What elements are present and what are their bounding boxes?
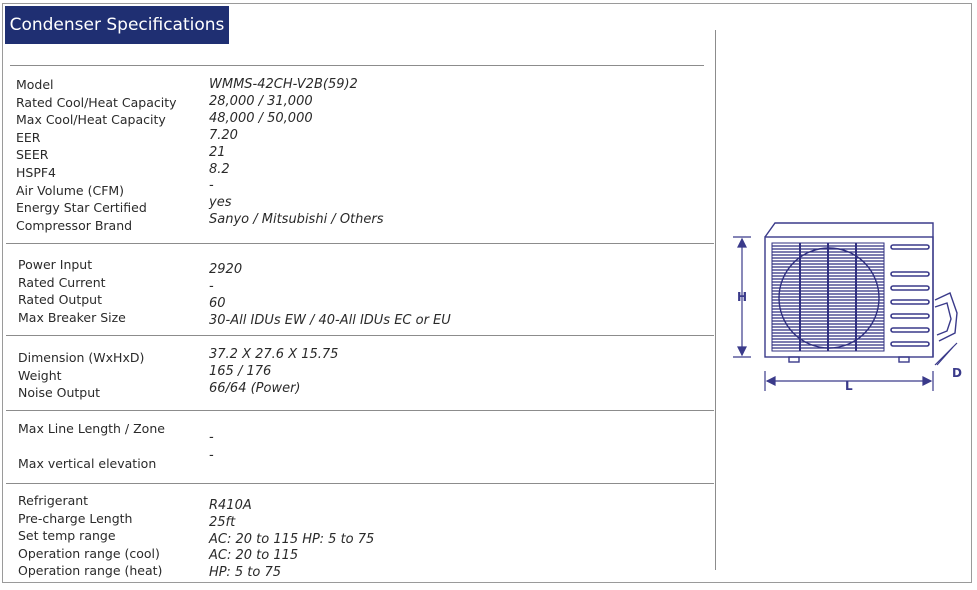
height-dimension-arrow <box>733 236 751 358</box>
spec-label-max-breaker: Max Breaker Size <box>18 310 126 325</box>
spec-value-refrigerant: R410A <box>209 498 252 513</box>
spec-label-air-volume: Air Volume (CFM) <box>16 183 125 198</box>
title-underline <box>10 65 704 66</box>
spec-label-compressor-brand: Compressor Brand <box>16 218 133 233</box>
spec-value-hspf4: 8.2 <box>209 162 230 177</box>
spec-value-eer: 7.20 <box>209 128 238 143</box>
spec-value-set-temp: AC: 20 to 115 HP: 5 to 75 <box>209 532 375 547</box>
spec-value-max-vertical: - <box>209 448 214 463</box>
spec-value-model: WMMS-42CH-V2B(59)2 <box>209 77 358 92</box>
spec-value-power-input: 2920 <box>209 262 243 277</box>
spec-value-air-volume: - <box>209 178 214 193</box>
spec-value-dimension: 37.2 X 27.6 X 15.75 <box>209 347 339 362</box>
spec-label-set-temp: Set temp range <box>18 528 116 543</box>
spec-label-rated-capacity: Rated Cool/Heat Capacity <box>16 95 177 110</box>
spec-value-seer: 21 <box>209 145 226 160</box>
spec-label-rated-current: Rated Current <box>18 275 106 290</box>
spec-value-rated-capacity: 28,000 / 31,000 <box>209 94 313 109</box>
spec-value-energy-star: yes <box>209 195 232 210</box>
spec-value-operation-cool: AC: 20 to 115 <box>209 548 299 563</box>
side-vents <box>890 244 930 347</box>
spec-label-dimension: Dimension (WxHxD) <box>18 350 145 365</box>
depth-label: D <box>952 366 962 380</box>
spec-value-weight: 165 / 176 <box>209 364 272 379</box>
spec-sheet <box>2 3 972 583</box>
depth-dimension-arrow <box>934 342 958 366</box>
spec-value-rated-current: - <box>209 279 214 294</box>
spec-label-power-input: Power Input <box>18 257 93 272</box>
spec-value-operation-heat: HP: 5 to 75 <box>209 565 282 580</box>
spec-label-hspf4: HSPF4 <box>16 165 57 180</box>
fan-grille <box>771 242 885 352</box>
spec-value-max-line-length: - <box>209 430 214 445</box>
spec-label-max-capacity: Max Cool/Heat Capacity <box>16 112 166 127</box>
length-label: L <box>845 379 853 393</box>
length-dimension-arrow <box>764 371 934 391</box>
section-divider <box>6 410 714 411</box>
spec-value-noise: 66/64 (Power) <box>209 381 301 396</box>
spec-value-rated-output: 60 <box>209 296 226 311</box>
page-title: Condenser Specifications <box>5 6 229 44</box>
spec-label-eer: EER <box>16 130 41 145</box>
section-divider <box>6 483 714 484</box>
spec-label-seer: SEER <box>16 147 49 162</box>
spec-label-operation-heat: Operation range (heat) <box>18 563 163 578</box>
condenser-unit-outline <box>764 222 958 363</box>
spec-label-model: Model <box>16 77 54 92</box>
condenser-diagram: H L D <box>733 222 962 393</box>
spec-value-max-capacity: 48,000 / 50,000 <box>209 111 313 126</box>
spec-label-energy-star: Energy Star Certified <box>16 200 147 215</box>
height-label: H <box>737 290 747 304</box>
spec-value-max-breaker: 30-All IDUs EW / 40-All IDUs EC or EU <box>209 313 451 328</box>
spec-value-compressor-brand: Sanyo / Mitsubishi / Others <box>209 212 384 227</box>
spec-label-max-vertical: Max vertical elevation <box>18 456 157 471</box>
spec-label-noise: Noise Output <box>18 385 101 400</box>
spec-label-refrigerant: Refrigerant <box>18 493 89 508</box>
column-divider <box>715 30 716 570</box>
spec-label-pre-charge: Pre-charge Length <box>18 511 133 526</box>
spec-label-weight: Weight <box>18 368 62 383</box>
spec-label-max-line-length: Max Line Length / Zone <box>18 421 165 436</box>
section-divider <box>6 335 714 336</box>
spec-value-pre-charge: 25ft <box>209 515 236 530</box>
spec-label-rated-output: Rated Output <box>18 292 102 307</box>
spec-label-operation-cool: Operation range (cool) <box>18 546 160 561</box>
section-divider <box>6 243 714 244</box>
